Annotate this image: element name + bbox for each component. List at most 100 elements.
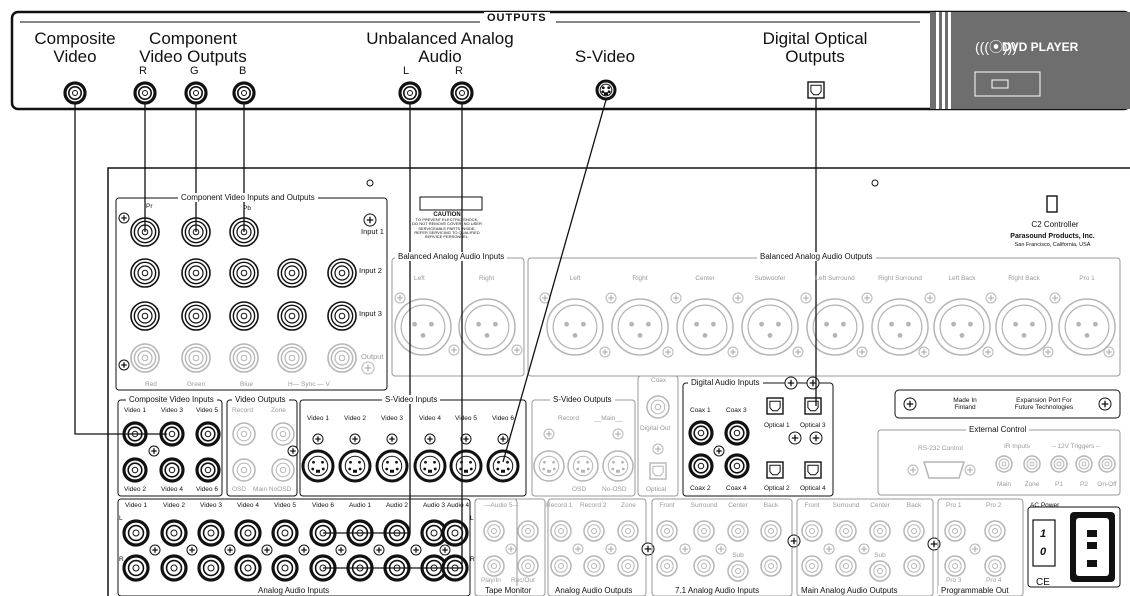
balanced-out-xlr-6[interactable] [933,298,991,356]
svideo-in-jack-2[interactable] [375,449,409,483]
component-in2-jack-2[interactable] [229,258,259,288]
ext-control-jack-4[interactable] [1098,455,1116,473]
analog-in-r-jack-0[interactable] [122,554,150,582]
svideo-in-jack-1[interactable] [338,449,372,483]
analog-out-jack-0[interactable] [550,520,572,542]
in71-top-0[interactable] [656,520,678,542]
power-switch[interactable] [1032,519,1056,567]
in71-bottom-0[interactable] [656,555,678,577]
in71-bottom-2[interactable] [760,555,782,577]
balanced-in-left-xlr[interactable] [394,298,452,356]
main-out-sub[interactable] [869,560,891,582]
main-out-top-2[interactable] [869,520,891,542]
optical4-jack[interactable] [804,461,822,479]
svideo-out-jack-0[interactable] [533,450,565,482]
svideo-in-jack-3[interactable] [413,449,447,483]
analog-in-r-jack-3[interactable] [234,554,262,582]
analog-in-l-jack-3[interactable] [234,519,262,547]
balanced-out-xlr-4[interactable] [806,298,864,356]
analog-in-l-jack-4[interactable] [271,519,299,547]
component-in2-jack-3[interactable] [277,258,307,288]
coax-digital-out-jack[interactable] [646,395,670,419]
in71-sub[interactable] [727,560,749,582]
component-in2-jack-4[interactable] [327,258,357,288]
analog-out-jack-5[interactable] [617,555,639,577]
analog-in-l-jack-2[interactable] [197,519,225,547]
ext-control-jack-1[interactable] [1023,455,1041,473]
analog-in-l-jack-9[interactable] [441,519,469,547]
analog-in-r-jack-1[interactable] [160,554,188,582]
prog-out-3[interactable] [944,555,966,577]
dvd-component-g-jack[interactable] [184,81,208,105]
analog-in-l-jack-1[interactable] [160,519,188,547]
prog-out-4[interactable] [984,555,1006,577]
main-out-bottom-1[interactable] [835,555,857,577]
main-out-top-1[interactable] [835,520,857,542]
in71-top-1[interactable] [693,520,715,542]
composite-in-jack-4[interactable] [159,457,185,483]
main-out-bottom-2[interactable] [903,555,925,577]
analog-out-jack-2[interactable] [617,520,639,542]
prog-out-1[interactable] [944,520,966,542]
dvd-audio-r-jack[interactable] [450,81,474,105]
optical1-jack[interactable] [766,397,784,415]
component-out-jack-0[interactable] [130,343,160,373]
power-switch-0[interactable]: 0 [1040,546,1047,558]
component-out-jack-1[interactable] [181,343,211,373]
cable-audio-l[interactable] [323,104,411,534]
balanced-in-right-xlr[interactable] [458,298,516,356]
component-out-jack-4[interactable] [327,343,357,373]
coax3-jack[interactable] [724,420,750,446]
balanced-out-xlr-0[interactable] [546,298,604,356]
optical2-jack[interactable] [766,461,784,479]
coax4-jack[interactable] [724,453,750,479]
video-out-jack-1[interactable] [271,422,295,446]
component-in3-jack-1[interactable] [181,301,211,331]
power-switch-1[interactable]: 1 [1040,528,1047,540]
svideo-in-jack-4[interactable] [449,449,483,483]
dvd-svideo-jack[interactable] [595,79,617,101]
balanced-out-xlr-8[interactable] [1058,298,1116,356]
cable-svideo[interactable] [502,99,607,463]
svideo-out-jack-2[interactable] [602,450,634,482]
dvd-component-r-jack[interactable] [133,81,157,105]
component-out-jack-2[interactable] [229,343,259,373]
balanced-out-xlr-1[interactable] [611,298,669,356]
balanced-out-xlr-3[interactable] [741,298,799,356]
balanced-out-xlr-7[interactable] [995,298,1053,356]
video-out-jack-2[interactable] [232,458,256,482]
coax1-jack[interactable] [688,420,714,446]
component-in2-jack-1[interactable] [181,258,211,288]
analog-out-jack-3[interactable] [550,555,572,577]
video-out-jack-0[interactable] [232,422,256,446]
tape-rec-r[interactable] [517,555,539,577]
composite-in-jack-5[interactable] [195,457,221,483]
svideo-in-jack-5[interactable] [486,449,520,483]
component-in3-jack-2[interactable] [229,301,259,331]
coax2-jack[interactable] [688,453,714,479]
component-in3-jack-4[interactable] [327,301,357,331]
analog-in-l-jack-0[interactable] [122,519,150,547]
main-out-top-0[interactable] [801,520,823,542]
video-out-jack-3[interactable] [271,458,295,482]
composite-in-jack-2[interactable] [195,421,221,447]
component-out-jack-3[interactable] [277,343,307,373]
component-in2-jack-0[interactable] [130,258,160,288]
composite-in-jack-3[interactable] [122,457,148,483]
analog-out-jack-1[interactable] [583,520,605,542]
prog-out-2[interactable] [984,520,1006,542]
main-out-top-3[interactable] [903,520,925,542]
ext-control-jack-3[interactable] [1075,455,1093,473]
in71-top-3[interactable] [760,520,782,542]
analog-in-r-jack-4[interactable] [271,554,299,582]
ext-control-jack-0[interactable] [995,455,1013,473]
ext-control-jack-2[interactable] [1050,455,1068,473]
tape-play-r[interactable] [483,555,505,577]
balanced-out-xlr-5[interactable] [871,298,929,356]
component-in3-jack-3[interactable] [277,301,307,331]
main-out-bottom-0[interactable] [801,555,823,577]
optical-digital-out-jack[interactable] [649,462,667,480]
tape-rec-l[interactable] [517,520,539,542]
analog-out-jack-4[interactable] [583,555,605,577]
in71-top-2[interactable] [727,520,749,542]
